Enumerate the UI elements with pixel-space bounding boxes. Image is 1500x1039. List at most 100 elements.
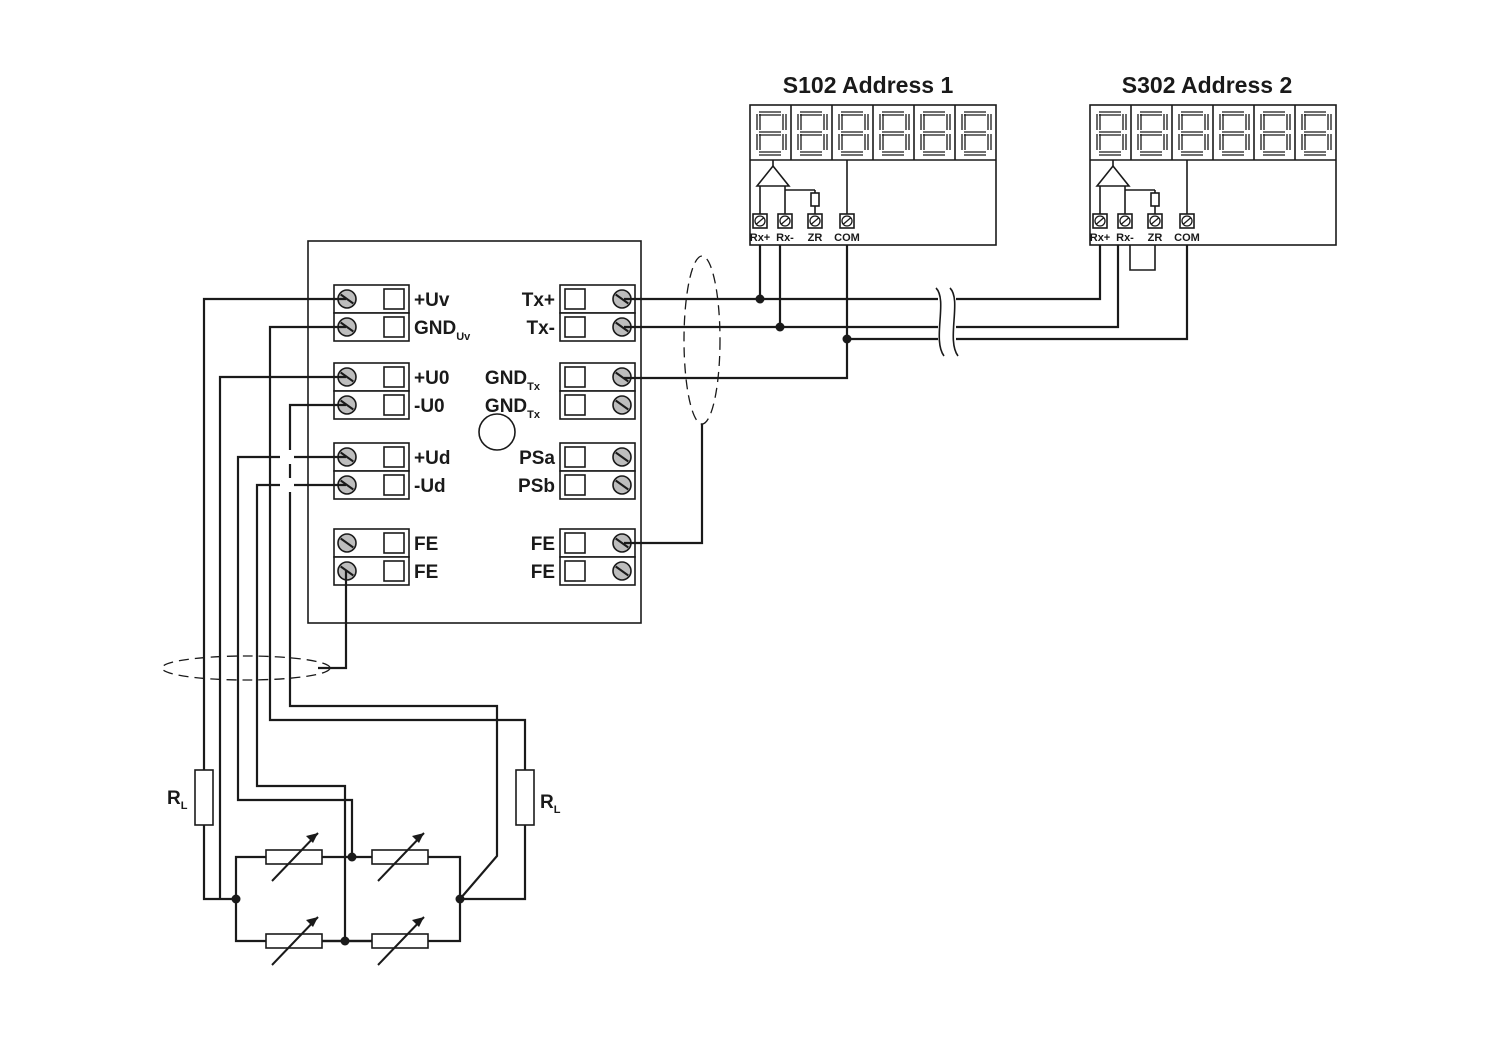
terminal-label: FE [414, 562, 438, 583]
display-2-zr-bridge [1129, 245, 1156, 271]
display-terminal-label: Rx+ [1090, 232, 1111, 244]
terminal-release-slot [383, 532, 405, 554]
wire-ud-plus [236, 455, 354, 857]
line-resistors: RL RL [167, 769, 561, 826]
seven-segment-digit [1178, 111, 1209, 156]
terminal-label: +Uv [414, 290, 450, 311]
right-terminal: Tx+ [522, 284, 636, 314]
right-terminal: GNDTx [485, 362, 636, 393]
screw-terminal-icon [1181, 215, 1193, 227]
display-terminal-label: Rx- [776, 232, 794, 244]
seven-segment-digit [1096, 111, 1127, 156]
terminal-label: PSa [519, 448, 555, 469]
display-terminal-label: Rx- [1116, 232, 1134, 244]
terminal-release-slot [564, 474, 586, 496]
display-2-digits [1096, 105, 1332, 160]
terminal-label: FE [531, 562, 555, 583]
seven-segment-digit [920, 111, 951, 156]
resistor-rl-left-label: RL [167, 788, 188, 812]
sensor-wiring [161, 297, 527, 941]
wire-gnd-uv-bridge [460, 825, 527, 901]
left-terminal: +Uv [333, 284, 450, 314]
terminal-release-slot [564, 316, 586, 338]
screw-terminal-icon [337, 533, 357, 553]
terminal-release-slot [383, 560, 405, 582]
right-terminal: FE [531, 556, 636, 586]
seven-segment-digit [797, 111, 828, 156]
display-1-zr-resistor-icon [810, 192, 820, 207]
display-1-digits [756, 105, 992, 160]
screw-terminal-icon [337, 317, 357, 337]
terminal-label: GNDUv [414, 318, 471, 343]
right-terminal: PSa [519, 442, 636, 472]
screw-terminal-icon [1094, 215, 1106, 227]
seven-segment-digit [1137, 111, 1168, 156]
terminal-label: +Ud [414, 448, 450, 469]
terminal-label: Tx- [527, 318, 556, 339]
left-terminal: -Ud [333, 470, 446, 500]
right-terminal: GNDTx [485, 390, 636, 421]
display-terminal-label: Rx+ [750, 232, 771, 244]
wire-tx-minus [624, 245, 1120, 329]
wire-u0-plus [218, 375, 346, 899]
screw-terminal-icon [612, 561, 632, 581]
terminal-label: +U0 [414, 368, 449, 389]
wire-uv-plus-bridge [202, 825, 236, 901]
terminal-release-slot [383, 474, 405, 496]
terminal-release-slot [564, 446, 586, 468]
terminal-label: GNDTx [485, 368, 541, 393]
display-terminal-label: ZR [1148, 232, 1163, 244]
cable-break-icon [935, 285, 959, 357]
left-terminal: GNDUv [333, 312, 471, 343]
display-s302: S302 Address 2 Rx+ Rx- ZR COM [1089, 72, 1337, 271]
display-2-title: S302 Address 2 [1122, 72, 1292, 98]
seven-segment-digit [1260, 111, 1291, 156]
terminal-label: -U0 [414, 396, 445, 417]
screw-terminal-icon [612, 533, 632, 553]
screw-terminal-icon [779, 215, 791, 227]
display-2-terminals: Rx+ Rx- ZR COM [1090, 213, 1200, 244]
strain-gauges [265, 832, 429, 966]
seven-segment-digit [838, 111, 869, 156]
screw-terminal-icon [612, 395, 632, 415]
strain-gauge-icon [371, 832, 429, 882]
junction-dot [347, 852, 357, 862]
left-terminal: +Ud [333, 442, 450, 472]
junction-dot [455, 894, 465, 904]
wire-bus-shield-fe [624, 424, 704, 545]
right-terminal: PSb [518, 470, 636, 500]
display-2-zr-resistor-icon [1150, 192, 1160, 207]
wire-com-1 [624, 245, 849, 380]
screw-terminal-icon [754, 215, 766, 227]
display-terminal-label: COM [1174, 232, 1200, 244]
resistor-rl-right [515, 769, 535, 826]
wire-com-2 [847, 245, 1189, 341]
terminal-release-slot [564, 532, 586, 554]
screw-terminal-icon [612, 475, 632, 495]
terminal-label: Tx+ [522, 290, 555, 311]
screw-terminal-icon [612, 367, 632, 387]
seven-segment-digit [1301, 111, 1332, 156]
terminal-release-slot [564, 288, 586, 310]
left-terminal: -U0 [333, 390, 445, 420]
strain-gauge-icon [265, 832, 323, 882]
terminal-release-slot [383, 394, 405, 416]
seven-segment-digit [879, 111, 910, 156]
terminal-label: PSb [518, 476, 555, 497]
terminal-release-slot [383, 366, 405, 388]
screw-terminal-icon [841, 215, 853, 227]
display-1-receiver-icon [755, 164, 791, 187]
left-terminal: +U0 [333, 362, 449, 392]
module-mount-hole [478, 413, 516, 451]
wire-tx-plus [624, 245, 1102, 301]
strain-gauge-icon [371, 916, 429, 966]
terminal-label: FE [531, 534, 555, 555]
strain-gauge-bridge [231, 832, 465, 966]
screw-terminal-icon [612, 289, 632, 309]
left-terminal: FE [333, 528, 438, 558]
sensor-shield [161, 655, 331, 681]
wire-gnd-uv [268, 325, 527, 770]
